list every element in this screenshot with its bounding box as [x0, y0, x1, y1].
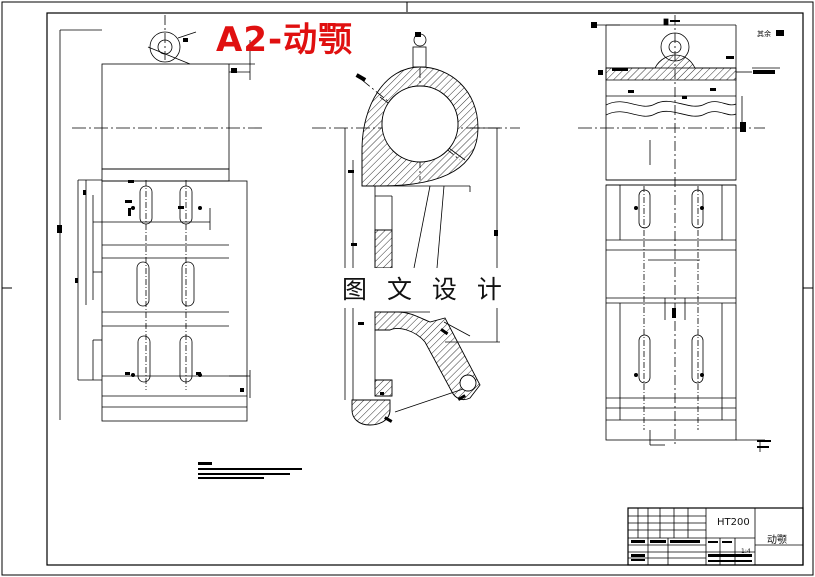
hole-markers [131, 206, 704, 377]
title-block [627, 507, 804, 566]
part-name-label: 动颚 [767, 535, 787, 546]
left-view-dim-marks [57, 38, 244, 392]
technical-notes [198, 462, 302, 479]
right-view-sections [605, 18, 737, 81]
left-view [59, 15, 262, 422]
right-view [578, 15, 780, 452]
middle-view-sections [351, 66, 481, 426]
right-view-dim-marks [591, 20, 784, 448]
watermark: 图 文 设 计 [332, 268, 518, 308]
roughness-note: 其余 [757, 30, 771, 38]
material-label: HT200 [717, 517, 750, 528]
title-block-marks [631, 540, 752, 562]
scale-label: 1:4 [741, 548, 751, 555]
drawing-title: A2-动颚 [216, 20, 354, 60]
